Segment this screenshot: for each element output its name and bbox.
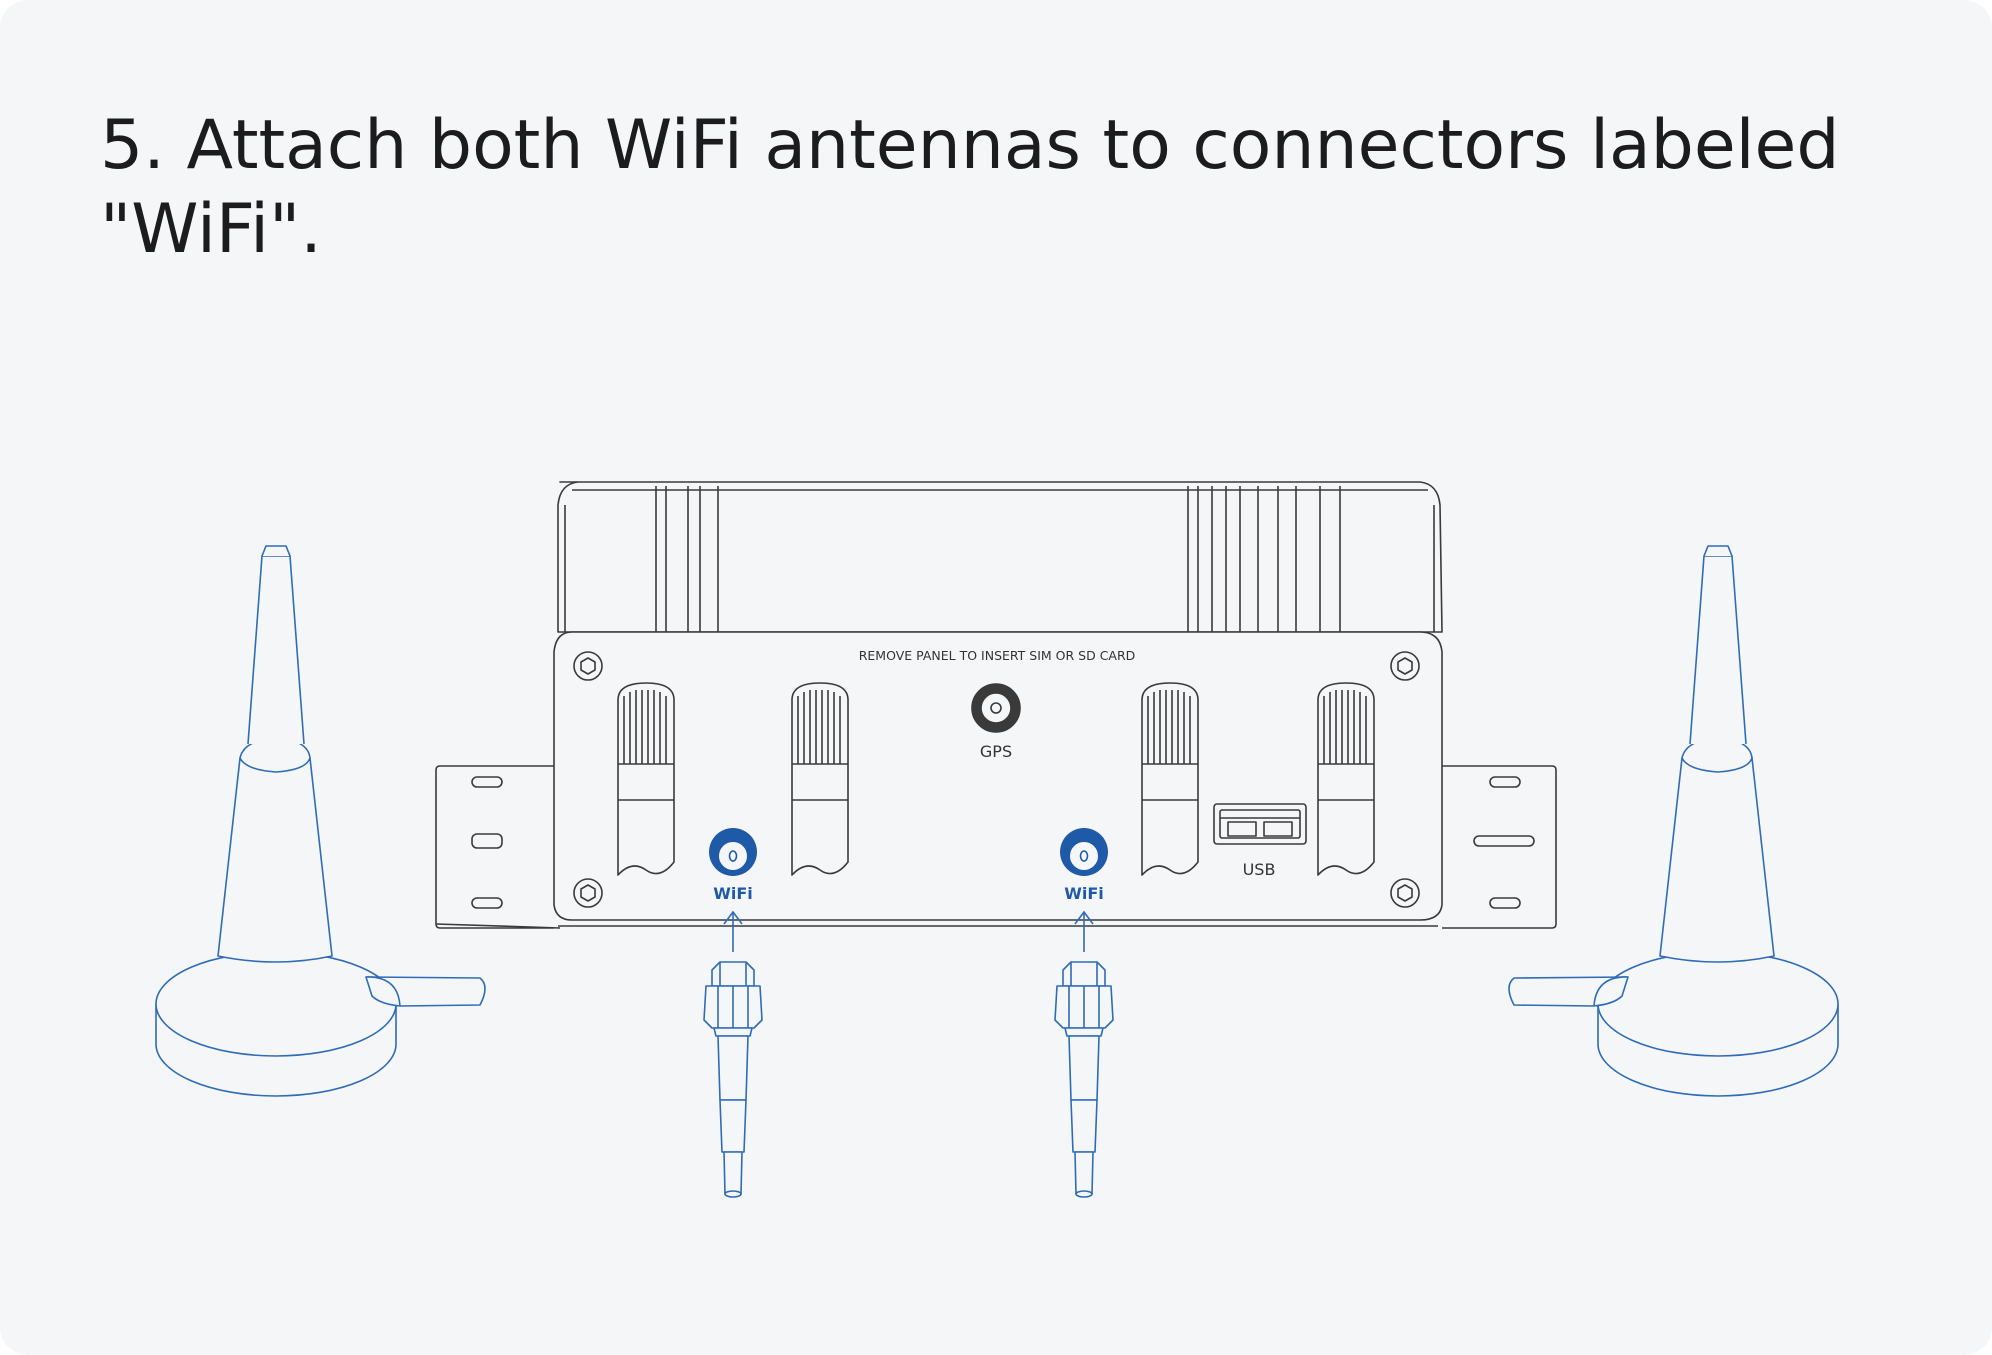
wifi-label-right: WiFi [1064, 884, 1104, 903]
mobile-antenna-icon [1141, 682, 1199, 876]
arrow-up-icon [1074, 910, 1094, 952]
wifi-connector-right [1060, 828, 1108, 876]
wifi-label-left: WiFi [713, 884, 753, 903]
step-title: 5. Attach both WiFi antennas to connecto… [100, 106, 1840, 269]
mobile-antenna-icon [617, 682, 675, 876]
mobile-antenna-icon [1317, 682, 1375, 876]
wifi-connector-left [709, 828, 757, 876]
usb-port-icon [1213, 803, 1307, 845]
sma-cable-connector-icon [703, 961, 763, 1198]
screw-icon [573, 651, 1420, 908]
gps-connector-icon [971, 683, 1021, 733]
magnetic-antenna-icon [1508, 545, 1839, 1097]
panel-label: REMOVE PANEL TO INSERT SIM OR SD CARD [859, 648, 1136, 663]
sma-cable-connector-icon [1054, 961, 1114, 1198]
arrow-up-icon [723, 910, 743, 952]
gps-label: GPS [980, 742, 1012, 761]
usb-label: USB [1243, 860, 1276, 879]
mobile-antenna-icon [791, 682, 849, 876]
router-device-icon [435, 481, 1557, 929]
magnetic-antenna-icon [155, 545, 486, 1097]
